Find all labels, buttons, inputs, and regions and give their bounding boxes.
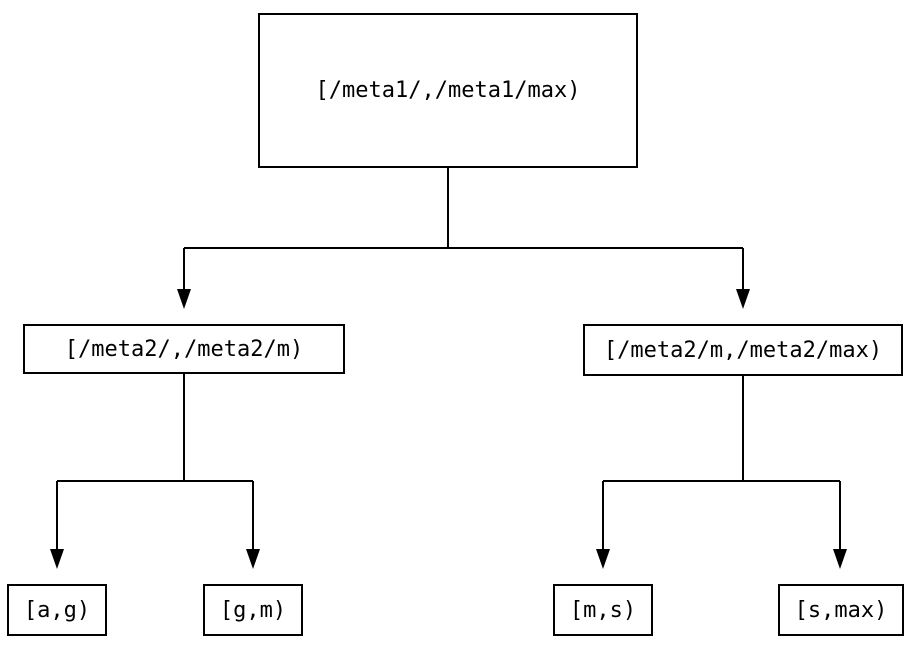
node-leaf-g-m: [g,m)	[203, 584, 303, 636]
arrowhead-down-icon	[246, 549, 260, 569]
arrowhead-down-icon	[50, 549, 64, 569]
node-label: [m,s)	[569, 597, 637, 623]
node-meta2-left-range: [/meta2/,/meta2/m)	[23, 324, 345, 374]
arrowhead-down-icon	[596, 549, 610, 569]
node-leaf-s-max: [s,max)	[778, 584, 904, 636]
node-leaf-m-s: [m,s)	[553, 584, 653, 636]
node-leaf-a-g: [a,g)	[7, 584, 107, 636]
node-label: [/meta2/m,/meta2/max)	[603, 337, 883, 363]
node-label: [s,max)	[794, 597, 888, 623]
arrowhead-down-icon	[833, 549, 847, 569]
node-meta1-range: [/meta1/,/meta1/max)	[258, 13, 638, 168]
node-label: [/meta1/,/meta1/max)	[315, 78, 581, 103]
node-label: [g,m)	[219, 597, 287, 623]
node-label: [a,g)	[23, 597, 91, 623]
node-meta2-right-range: [/meta2/m,/meta2/max)	[583, 324, 903, 376]
arrowhead-down-icon	[736, 289, 750, 309]
node-label: [/meta2/,/meta2/m)	[64, 336, 304, 362]
arrowhead-down-icon	[177, 289, 191, 309]
